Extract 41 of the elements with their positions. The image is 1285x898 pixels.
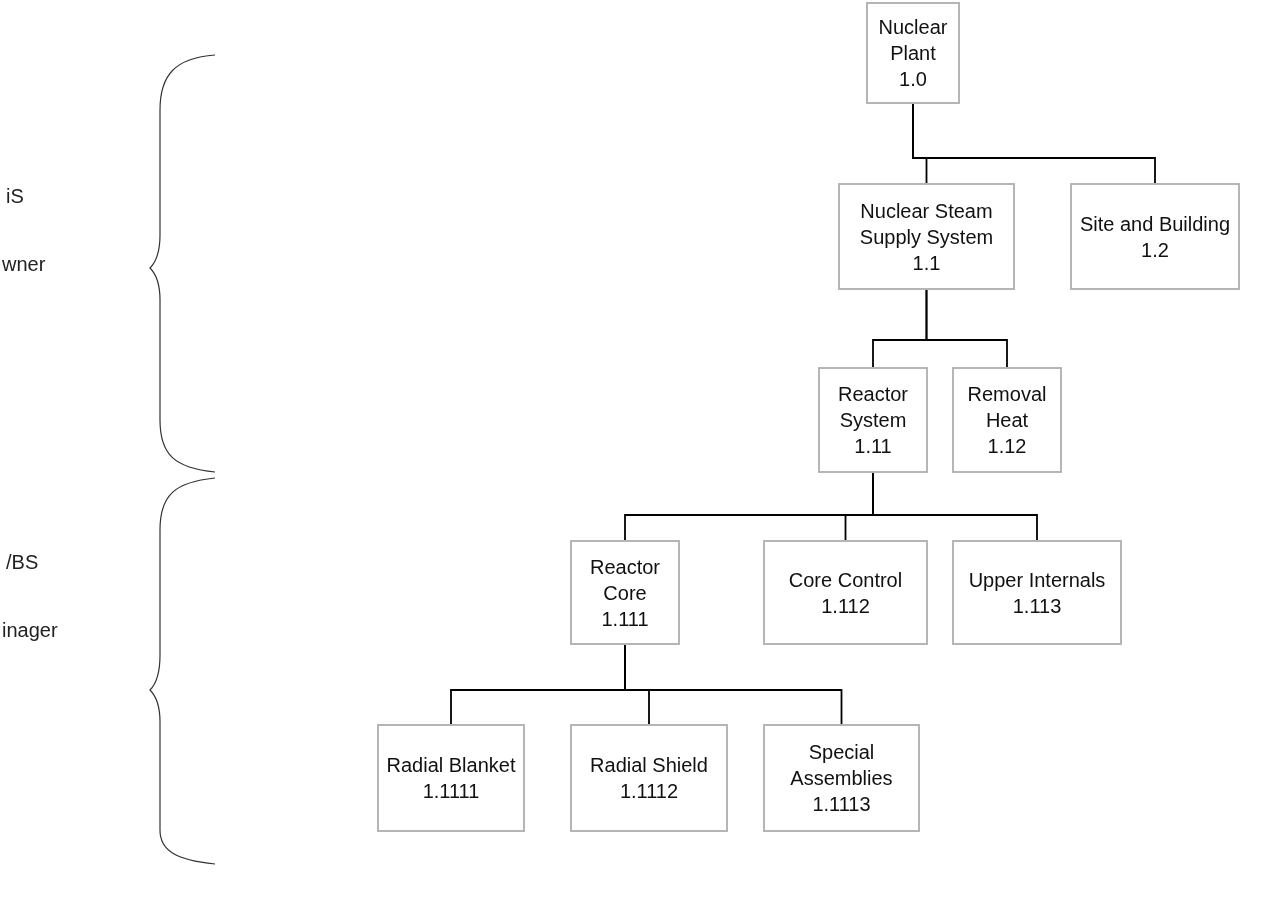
wbs-box [570,724,728,832]
wbs-box [952,367,1062,473]
wbs-box [838,183,1015,290]
box-title: Reactor Core [589,554,661,606]
wbs-box [818,367,928,473]
connector-line [624,644,843,725]
wbs-number: 1.111 [601,606,649,632]
box-title: Site and Building [1079,211,1231,237]
side-label: wner [2,254,46,274]
wbs-number: 1.1113 [812,792,871,817]
box-title: Upper Internals [968,567,1106,593]
wbs-box [866,2,960,104]
box-title: Reactor System [837,382,909,433]
wbs-box [570,540,680,645]
wbs-number: 1.12 [987,434,1027,459]
box-title: Nuclear Steam Supply System [858,198,995,250]
connector-line [872,472,1038,541]
wbs-number: 1.1112 [619,779,679,804]
wbs-number: 1.1 [912,250,941,276]
box-title: Radial Shield [590,753,708,778]
wbs-number: 1.113 [1012,593,1062,619]
wbs-number: 1.2 [1141,237,1169,263]
wbs-box [1070,183,1240,290]
side-label: iS [6,186,24,206]
box-title: Radial Blanket [386,753,516,778]
connector-line [925,289,1008,368]
wbs-box [377,724,525,832]
box-title: Nuclear Plant [877,15,949,66]
box-title: Removal Heat [966,382,1048,433]
wbs-number: 1.11 [854,434,892,459]
wbs-box [952,540,1122,645]
wbs-number: 1.0 [899,67,927,92]
wbs-box [763,540,928,645]
side-label: inager [2,620,58,640]
side-label: /BS [6,552,39,572]
wbs-number: 1.112 [821,593,870,619]
box-title: Core Control [788,567,903,593]
wbs-number: 1.1111 [422,779,480,804]
box-title: Special Assemblies [789,740,894,791]
connector-line [912,103,1156,184]
wbs-box [763,724,920,832]
